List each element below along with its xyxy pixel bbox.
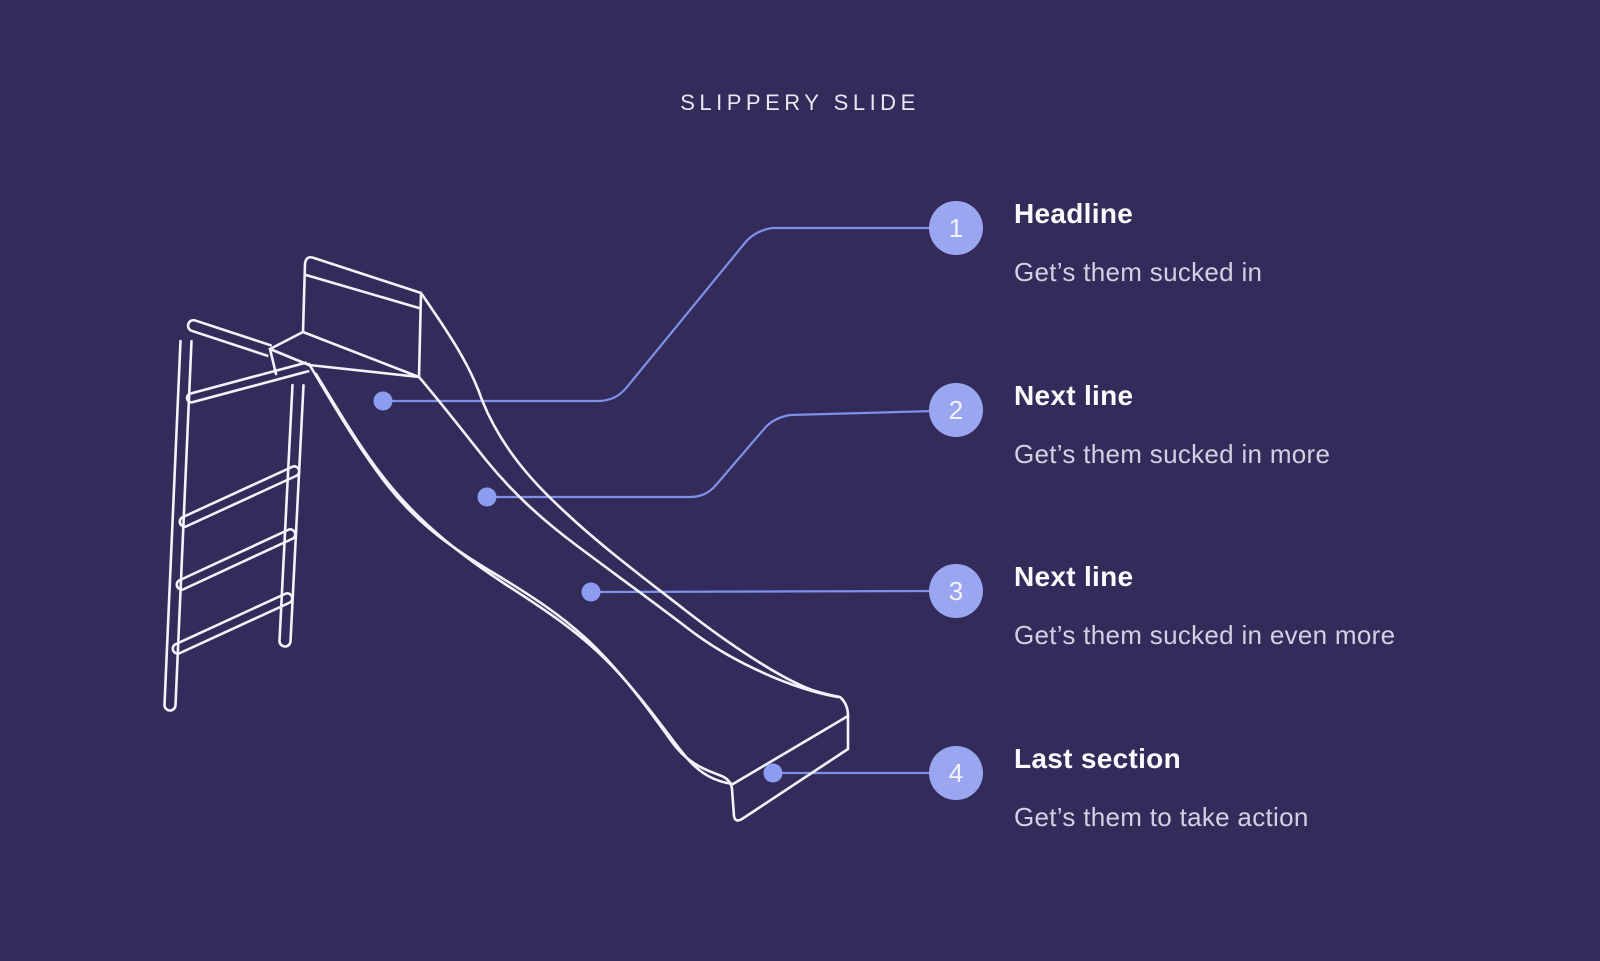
number-badge-3: 3	[929, 564, 983, 618]
ladder-top-rail	[186, 318, 272, 357]
guard-panel	[301, 255, 423, 379]
callout-subtext: Get’s them sucked in	[1014, 257, 1263, 287]
ladder-right-leg	[278, 383, 305, 648]
slide-far-inner-edge	[417, 375, 840, 699]
diagram-title: SLIPPERY SLIDE	[680, 90, 920, 115]
callout-connector-lines	[381, 226, 937, 775]
callout-row-1: Headline Get’s them sucked in	[1014, 197, 1534, 287]
badge-number: 4	[948, 757, 964, 788]
marker-dot-4	[763, 763, 783, 783]
number-badge-2: 2	[929, 383, 983, 437]
callout-subtext: Get’s them to take action	[1014, 802, 1309, 832]
badge-number: 3	[948, 575, 964, 606]
callout-heading: Last section	[1014, 743, 1181, 774]
slide-body	[307, 291, 850, 822]
callout-heading: Next line	[1014, 561, 1134, 592]
badge-number: 2	[948, 394, 964, 425]
marker-dots	[373, 391, 783, 783]
badge-number: 1	[948, 212, 964, 243]
ladder-rung	[178, 465, 301, 528]
ladder-rung	[171, 592, 294, 655]
callout-subtext: Get’s them sucked in even more	[1014, 620, 1396, 650]
callout-heading: Headline	[1014, 198, 1134, 229]
connector-2	[485, 409, 937, 499]
slide-outer-silhouette	[307, 291, 850, 822]
marker-dot-1	[373, 391, 393, 411]
callout-row-2: Next line Get’s them sucked in more	[1014, 379, 1534, 469]
ladder-rung	[175, 528, 297, 591]
callout-row-3: Next line Get’s them sucked in even more	[1014, 560, 1534, 650]
ladder-left-leg	[163, 339, 193, 712]
callout-subtext: Get’s them sucked in more	[1014, 439, 1331, 469]
connector-1	[381, 226, 937, 403]
callout-heading: Next line	[1014, 380, 1134, 411]
connector-3	[589, 589, 937, 594]
callout-row-4: Last section Get’s them to take action	[1014, 742, 1534, 832]
ladder-brace	[185, 361, 310, 404]
slide-end-top-edge	[731, 714, 850, 786]
slide-ladder	[163, 318, 310, 712]
marker-dot-3	[581, 582, 601, 602]
number-badge-4: 4	[929, 746, 983, 800]
slide-near-inner-edge	[314, 372, 735, 786]
guard-panel-rail	[304, 273, 421, 310]
marker-dot-2	[477, 487, 497, 507]
platform	[268, 330, 421, 379]
slide-line-art	[163, 255, 850, 822]
number-badge-1: 1	[929, 201, 983, 255]
